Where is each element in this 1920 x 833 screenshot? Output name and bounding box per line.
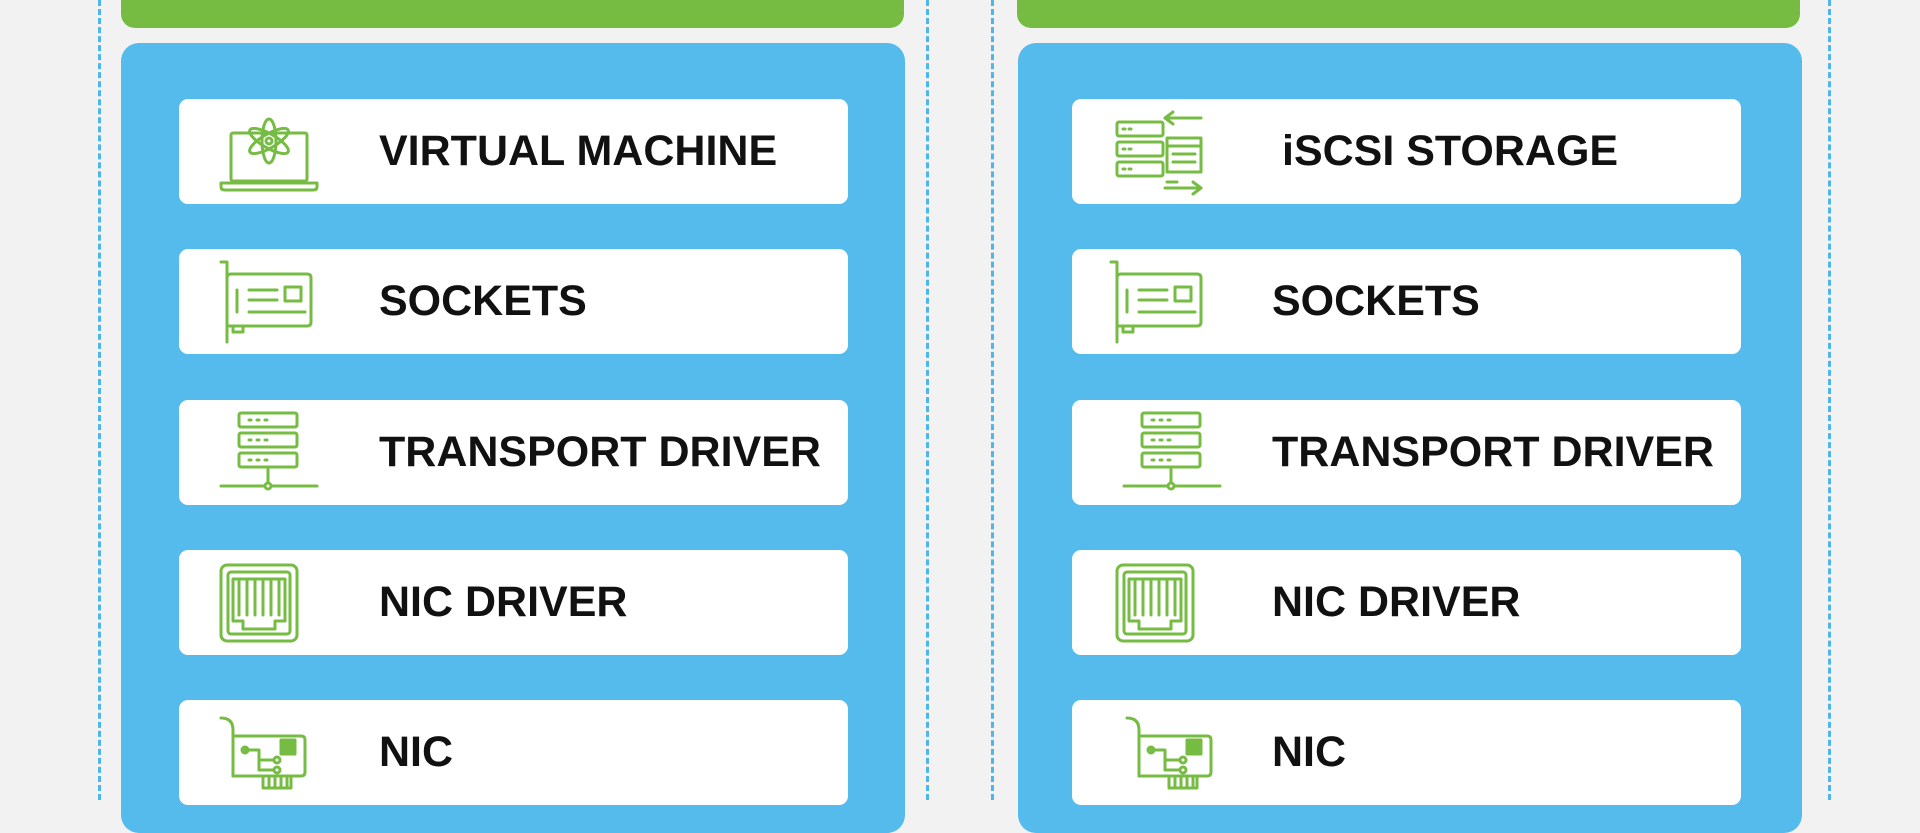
pci-card-icon [219,716,309,790]
server-network-icon [1122,411,1222,495]
right-inner-divider [991,0,994,800]
layer-label: TRANSPORT DRIVER [1272,428,1714,476]
layer-label: NIC [1272,728,1347,776]
left-inner-divider [926,0,929,800]
layer-label: NIC [379,728,454,776]
server-network-icon [219,411,319,495]
layer-transport-driver: TRANSPORT DRIVER [1072,400,1741,505]
layer-iscsi-storage: iSCSI STORAGE [1072,99,1741,204]
network-card-icon [219,260,314,344]
storage-transfer-icon [1115,108,1205,196]
right-outer-divider [1828,0,1831,800]
ethernet-port-icon [1115,563,1195,643]
layer-sockets: SOCKETS [1072,249,1741,354]
layer-sockets: SOCKETS [179,249,848,354]
laptop-atom-icon [219,117,319,193]
right-header-bar [1017,0,1800,28]
right-stack-panel: iSCSI STORAGE SOCKETS TRANSPORT [1018,43,1802,833]
left-outer-divider [98,0,101,800]
ethernet-port-icon [219,563,299,643]
layer-nic-driver: NIC DRIVER [179,550,848,655]
layer-nic: NIC [179,700,848,805]
layer-nic: NIC [1072,700,1741,805]
layer-label: NIC DRIVER [379,578,628,626]
layer-label: VIRTUAL MACHINE [379,127,778,175]
layer-label: iSCSI STORAGE [1282,127,1619,175]
network-card-icon [1109,260,1204,344]
layer-transport-driver: TRANSPORT DRIVER [179,400,848,505]
pci-card-icon [1125,716,1215,790]
left-header-bar [121,0,904,28]
left-stack-panel: VIRTUAL MACHINE SOCKETS TRANSPOR [121,43,905,833]
layer-label: SOCKETS [1272,277,1480,325]
layer-label: TRANSPORT DRIVER [379,428,821,476]
layer-nic-driver: NIC DRIVER [1072,550,1741,655]
layer-label: NIC DRIVER [1272,578,1521,626]
layer-label: SOCKETS [379,277,587,325]
layer-virtual-machine: VIRTUAL MACHINE [179,99,848,204]
